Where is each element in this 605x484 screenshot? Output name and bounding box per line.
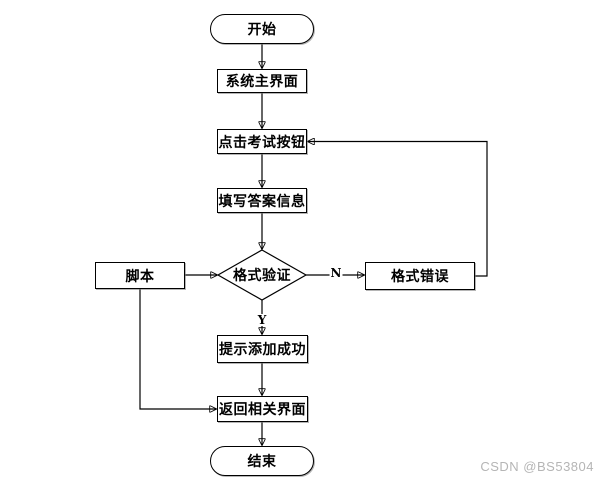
node-end: 结束 — [210, 446, 314, 476]
edge-label-no: N — [329, 266, 343, 280]
node-system-main-ui: 系统主界面 — [217, 69, 307, 93]
node-click-exam-button: 点击考试按钮 — [217, 129, 307, 154]
node-start: 开始 — [210, 14, 314, 44]
node-return-related-ui: 返回相关界面 — [217, 396, 308, 422]
edge-label-yes: Y — [256, 313, 268, 327]
node-format-validate-decision: 格式验证 — [233, 268, 291, 284]
node-format-error: 格式错误 — [365, 262, 475, 290]
decision-diamond-shape — [216, 249, 308, 301]
edge-script-to-return — [139, 289, 216, 409]
edge-formaterror-loop-to-clickexam — [308, 142, 488, 277]
node-add-success-prompt: 提示添加成功 — [217, 335, 308, 363]
node-script: 脚本 — [95, 262, 185, 289]
csdn-watermark: CSDN @BS53804 — [480, 459, 594, 474]
node-fill-answer-info: 填写答案信息 — [217, 188, 307, 213]
